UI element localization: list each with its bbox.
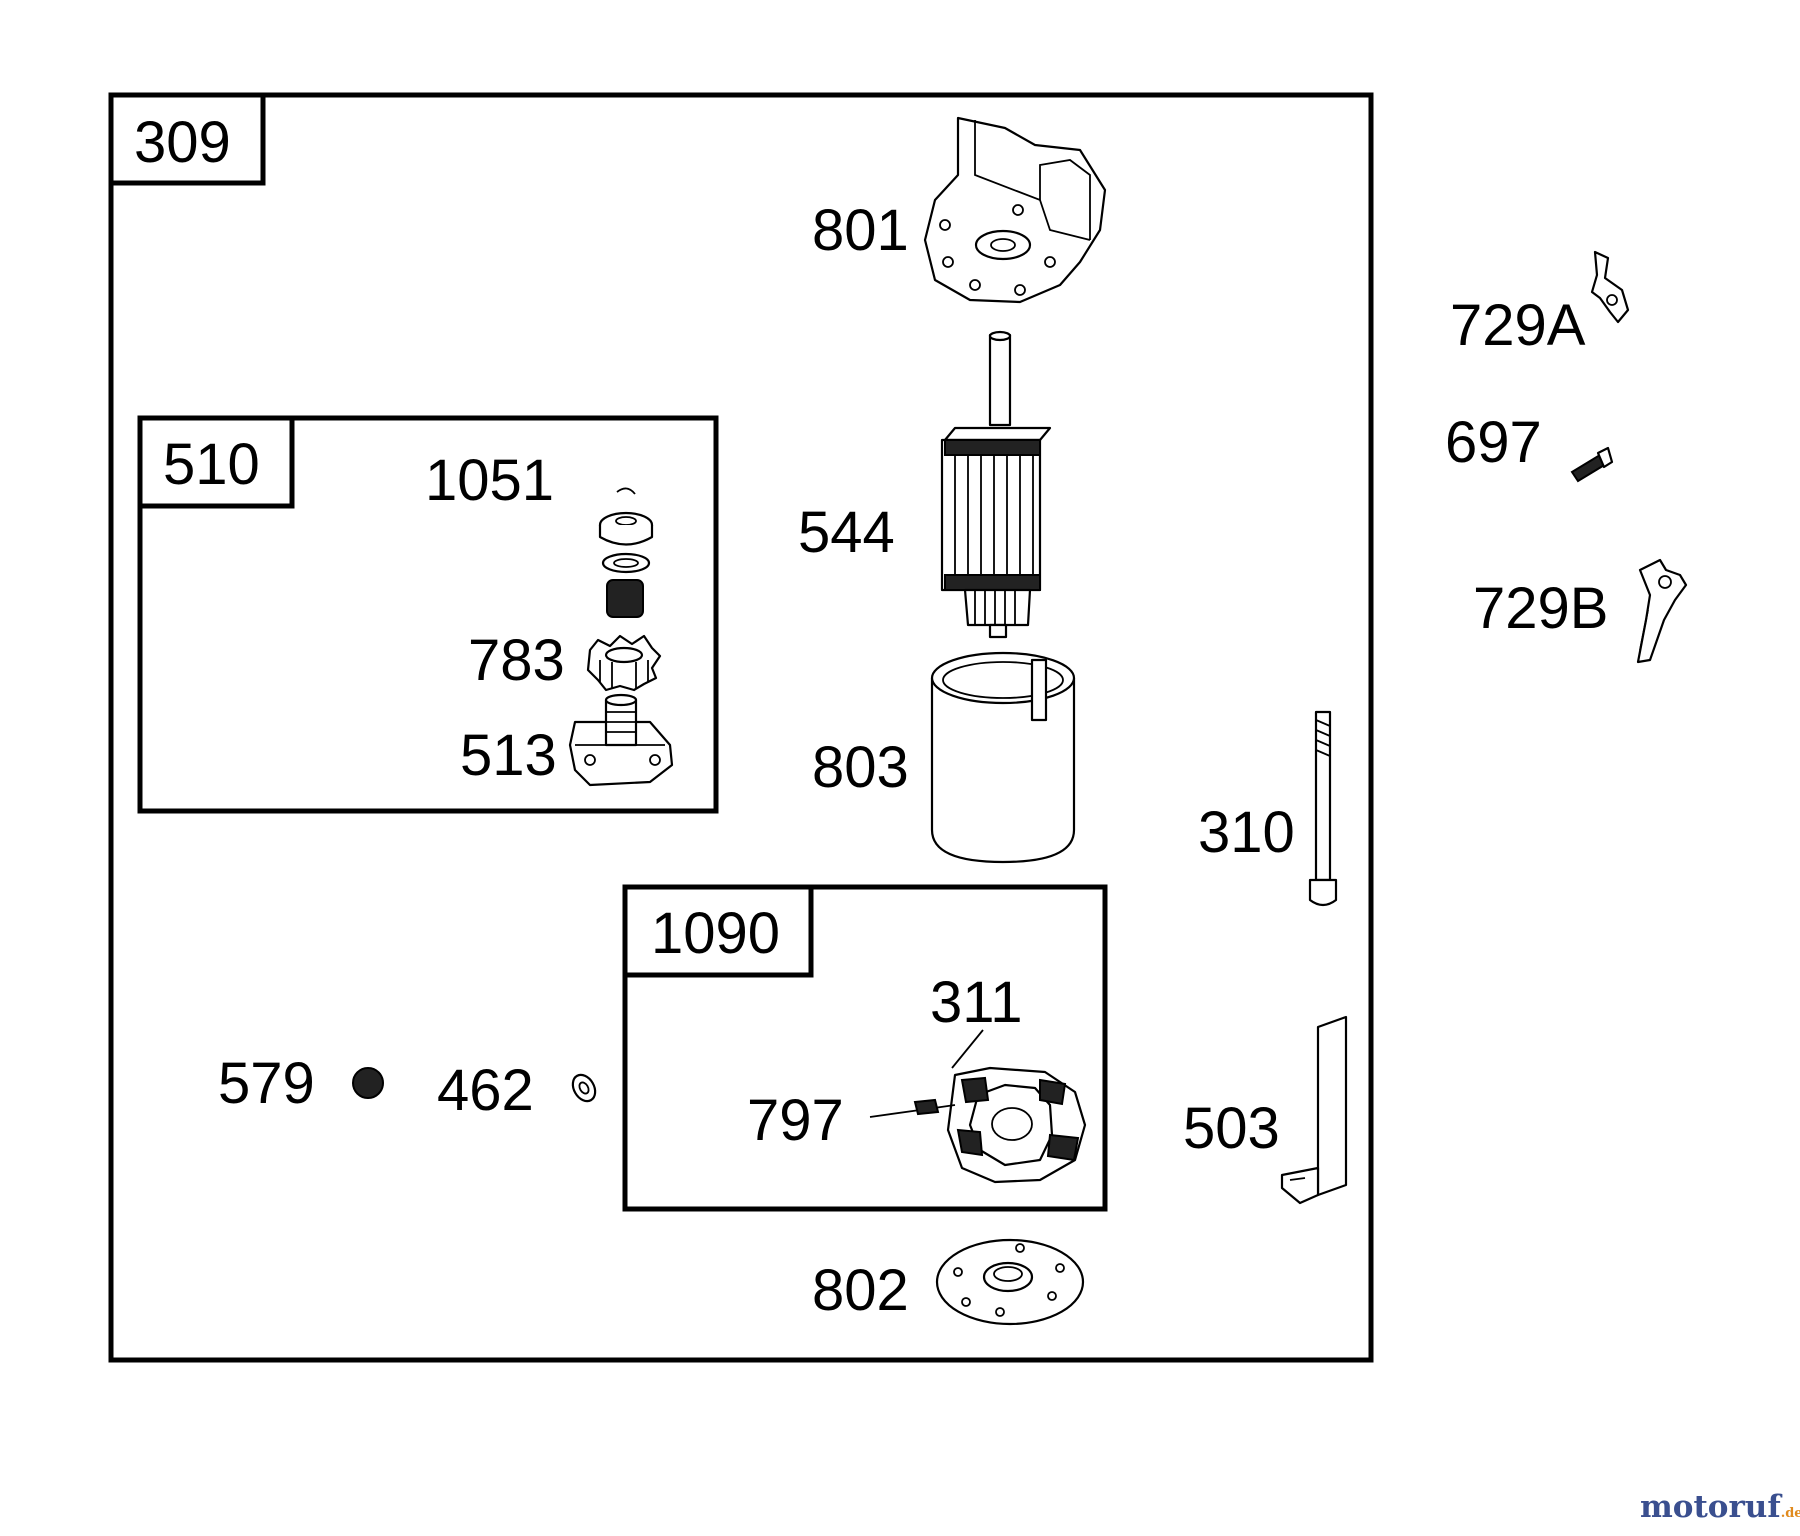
- part-802-label: 802: [812, 1258, 909, 1323]
- part-579-nut: [352, 1067, 384, 1099]
- part-310-label: 310: [1198, 800, 1295, 865]
- part-462-washer: [571, 1073, 597, 1103]
- assembly-309-label: 309: [134, 110, 231, 175]
- part-310-through-bolt: [1308, 710, 1338, 907]
- part-544-armature: [940, 330, 1052, 639]
- assembly-1090-frame: 1090: [622, 884, 1108, 1212]
- part-803-motor-housing: [930, 651, 1076, 864]
- part-503-bracket: [1280, 1015, 1348, 1205]
- part-1051-label: 1051: [425, 448, 554, 513]
- part-513-drive-housing: [568, 693, 674, 787]
- part-729a-lock-plate: [1590, 250, 1630, 324]
- part-503-label: 503: [1183, 1096, 1280, 1161]
- assembly-510-frame: 510: [137, 415, 719, 814]
- assembly-309-frame: 309: [108, 92, 1374, 1363]
- part-783-pinion-gear: [586, 634, 662, 692]
- watermark-suffix: .de: [1781, 1506, 1800, 1521]
- part-697-label: 697: [1445, 410, 1542, 475]
- part-783-label: 783: [468, 628, 565, 693]
- assembly-1090-label: 1090: [651, 901, 780, 966]
- part-797-label: 797: [747, 1088, 844, 1153]
- part-579-label: 579: [218, 1051, 315, 1116]
- part-1051-retainer-stack: [598, 487, 654, 618]
- part-729b-label: 729B: [1473, 576, 1608, 641]
- watermark-main: motoruf: [1640, 1489, 1782, 1525]
- part-729b-lock-plate: [1636, 558, 1688, 664]
- part-513-label: 513: [460, 723, 557, 788]
- part-802-end-cap: [935, 1238, 1085, 1326]
- part-544-label: 544: [798, 500, 895, 565]
- assembly-510-label: 510: [163, 432, 260, 497]
- part-697-screw: [1570, 446, 1614, 483]
- part-803-label: 803: [812, 735, 909, 800]
- part-462-label: 462: [437, 1058, 534, 1123]
- part-801-end-cap: [923, 116, 1107, 304]
- part-797-brush-holder: [869, 1029, 1087, 1184]
- watermark-text: motoruf.de: [1640, 1489, 1800, 1525]
- part-311-label: 311: [930, 970, 1022, 1035]
- watermark-logo: motoruf.de: [1640, 1489, 1800, 1525]
- part-801-label: 801: [812, 198, 909, 263]
- part-729a-label: 729A: [1450, 293, 1586, 358]
